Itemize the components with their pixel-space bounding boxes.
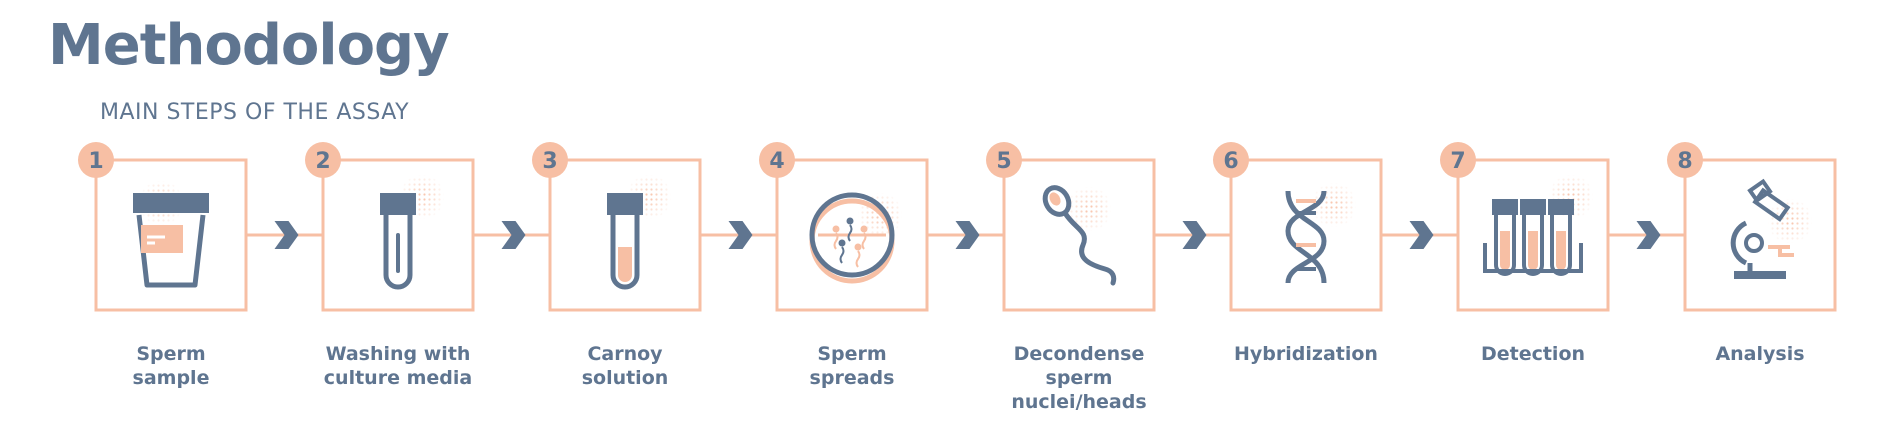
step-label: Sperm spreads <box>809 343 895 389</box>
step-number: 2 <box>315 149 330 174</box>
step-label: Sperm sample <box>132 343 210 389</box>
step-5: 5 <box>986 142 1231 312</box>
dna-helix-icon <box>1285 183 1356 284</box>
step-number: 1 <box>88 149 103 174</box>
page-subtitle: MAIN STEPS OF THE ASSAY <box>100 100 410 125</box>
step-label: Carnoy solution <box>581 343 669 389</box>
dot-splash <box>1067 187 1111 231</box>
step-number-badge <box>759 142 795 178</box>
test-tube-filled-icon <box>607 175 671 290</box>
page-title: Methodology <box>48 13 450 78</box>
step-2: 2 <box>305 142 550 312</box>
step-1: 1 <box>78 142 323 312</box>
step-number: 4 <box>769 149 784 174</box>
step-label: Washing with culture media <box>323 343 473 389</box>
chevron-right-icon <box>501 221 526 249</box>
chevron-right-icon <box>1182 221 1207 249</box>
step-label: Hybridization <box>1234 343 1378 365</box>
step-8: 8 <box>1667 142 1837 312</box>
step-number: 8 <box>1677 149 1692 174</box>
step-4: 4 <box>759 142 1004 312</box>
step-label: Analysis <box>1715 343 1805 365</box>
dot-splash <box>1768 199 1812 243</box>
step-number-badge <box>305 142 341 178</box>
step-number-badge <box>78 142 114 178</box>
step-number: 6 <box>1223 149 1238 174</box>
step-number-badge <box>1667 142 1703 178</box>
step-label: Decondense sperm nuclei/heads <box>1011 343 1147 413</box>
test-tube-empty-icon <box>380 175 444 290</box>
chevron-right-icon <box>274 221 299 249</box>
step-number-badge <box>1213 142 1249 178</box>
step-number: 7 <box>1450 149 1465 174</box>
microscope-icon <box>1730 178 1812 279</box>
step-box <box>1002 158 1156 312</box>
step-label: Detection <box>1480 343 1586 365</box>
step-number-badge <box>532 142 568 178</box>
specimen-cup-icon <box>133 181 209 288</box>
test-tube-rack-icon <box>1483 175 1593 276</box>
step-number: 5 <box>996 149 1011 174</box>
step-3: 3 <box>532 142 777 312</box>
step-6: 6 <box>1213 142 1458 312</box>
step-number-badge <box>986 142 1022 178</box>
step-number-badge <box>1440 142 1476 178</box>
step-box <box>1229 158 1383 312</box>
petri-dish-icon <box>809 192 902 284</box>
chevron-right-icon <box>955 221 980 249</box>
step-number: 3 <box>542 149 557 174</box>
chevron-right-icon <box>1409 221 1434 249</box>
chevron-right-icon <box>1636 221 1661 249</box>
step-7: 7 <box>1440 142 1685 312</box>
sperm-cell-icon <box>1042 185 1117 286</box>
chevron-right-icon <box>728 221 753 249</box>
